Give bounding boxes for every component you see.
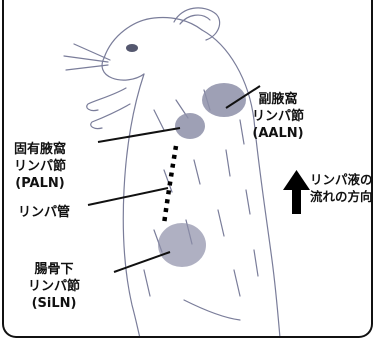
label-lymph-vessel: リンパ管	[18, 204, 70, 221]
diagram-frame: 副腋窩 リンパ節 (AALN) 固有腋窩 リンパ節 (PALN) リンパ管 腸骨…	[2, 0, 373, 338]
paln-leader-line	[98, 128, 180, 142]
label-paln: 固有腋窩 リンパ節 (PALN)	[14, 141, 66, 192]
label-flow-direction: リンパ液の 流れの方向	[310, 171, 373, 205]
vessel-leader-line	[88, 188, 168, 205]
label-aaln: 副腋窩 リンパ節 (AALN)	[252, 91, 304, 142]
lymph-vessel-dotted-line	[164, 146, 176, 224]
paln-node	[175, 113, 205, 139]
label-siln: 腸骨下 リンパ節 (SiLN)	[28, 261, 80, 312]
siln-leader-line	[114, 252, 170, 272]
flow-arrow-icon	[283, 170, 310, 214]
siln-node	[158, 223, 206, 267]
